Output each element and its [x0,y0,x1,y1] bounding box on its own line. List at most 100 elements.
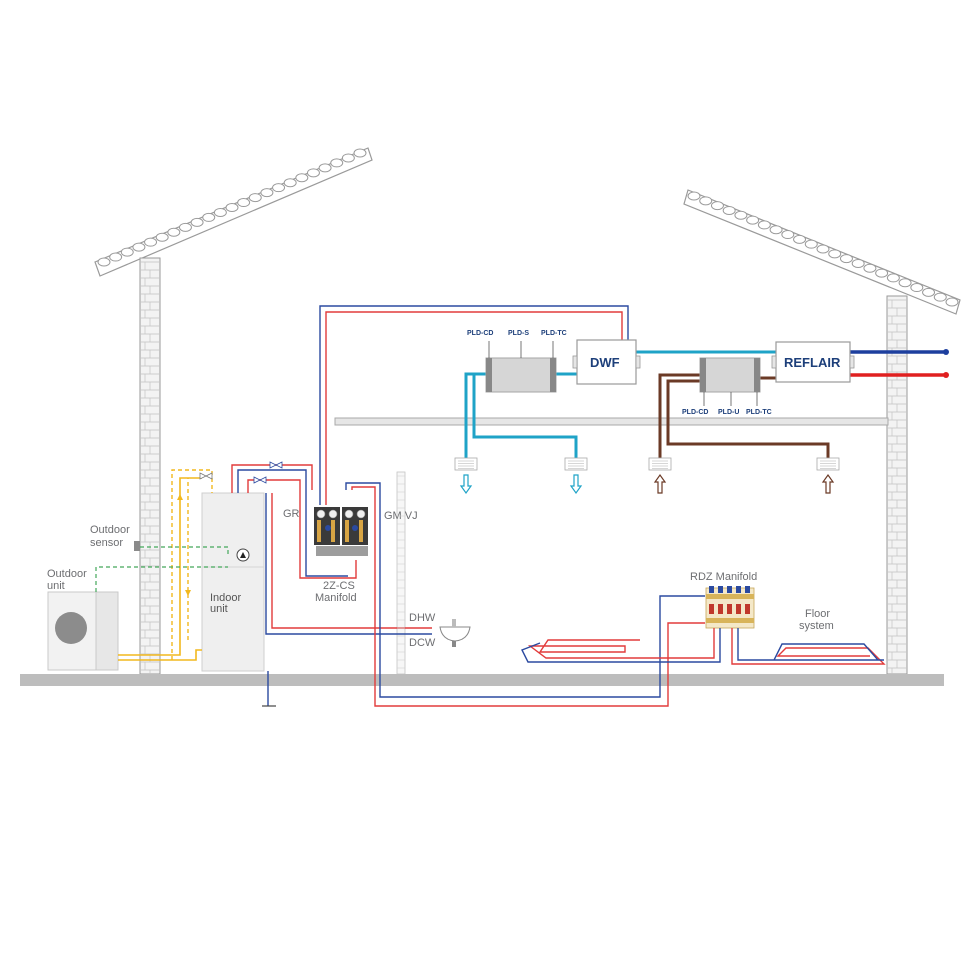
roof-tile [875,268,889,278]
roof-tile [710,201,724,211]
rdz-manifold-label: RDZ Manifold [690,571,757,583]
floor-slab [20,674,944,686]
roof-tile [306,168,320,178]
roof-tile [225,203,239,212]
2z-cs-label-2: Manifold [315,592,357,604]
pld-plenum-bottom [699,357,761,406]
roof-tile [272,183,286,193]
air-grille-icon [648,457,672,471]
pld-cd-top-label: PLD-CD [467,330,493,337]
pld-cd-bottom-label: PLD-CD [682,409,708,416]
refrigerant-lines [118,469,213,661]
roof-tile [341,153,355,163]
right-wall [886,295,908,676]
pld-s-label: PLD-S [508,330,529,337]
roof-tile [804,239,818,249]
valve-icon [199,461,283,484]
outdoor-unit-label-1: Outdoor [47,568,87,580]
indoor-unit-label-1: Indoor [210,592,242,604]
arrow-down-icon [459,474,473,495]
dwf-unit [572,339,641,385]
floor-loops [521,628,886,665]
extract-air-ducts [658,373,830,458]
sensor-wiring [95,546,229,592]
rdz-manifold [705,586,755,629]
roof-tile [933,292,947,302]
outdoor-unit-label-2: unit [47,580,65,592]
air-grille-icon [454,457,478,471]
roof-tile [839,254,853,264]
pld-plenum-top [485,341,557,393]
left-wall [139,257,161,678]
2z-cs-manifold [314,507,368,556]
roof-tile [781,230,795,240]
floor-system-label-1: Floor [805,608,830,620]
air-grille-icon [564,457,588,471]
roof-tile [734,210,748,220]
roof-tile [898,278,912,288]
water-pipes [231,305,705,707]
left-roof [94,147,373,277]
roof-tile [886,273,900,283]
pld-tc-bottom-label: PLD-TC [746,409,772,416]
roof-tile [213,207,227,217]
roof-tile [699,196,713,206]
roof-tile [167,227,181,237]
roof-tile [816,244,830,254]
outdoor-sensor-label-2: sensor [90,537,123,549]
ceiling-slab [334,417,889,426]
roof-tile [330,158,344,168]
roof-tile [202,212,216,222]
gr-label: GR [283,508,300,520]
roof-tile [237,198,251,208]
roof-tile [190,217,204,227]
reflair-label: REFLAIR [784,355,841,370]
roof-tile [295,173,309,183]
arrow-up-icon [821,473,835,494]
arrow-up-icon [653,473,667,494]
roof-tile [757,220,771,230]
dwf-label: DWF [590,355,620,370]
roof-tile [922,287,936,297]
roof-tile [863,263,877,273]
supply-air-ducts [464,350,776,458]
roof-tile [109,252,123,262]
floor-system-label-2: system [799,620,834,632]
right-roof [683,189,961,315]
air-grille-icon [816,457,840,471]
roof-tile [283,178,297,188]
roof-tile [155,232,169,242]
roof-tile [144,237,158,247]
roof-tile [178,222,192,232]
dcw-label: DCW [409,637,436,649]
washbasin-icon [439,619,471,647]
outdoor-sensor [134,541,140,551]
roof-tile [793,234,807,244]
2z-cs-label-1: 2Z-CS [323,580,355,592]
roof-tile [828,249,842,259]
pld-tc-top-label: PLD-TC [541,330,567,337]
roof-tile [318,163,332,173]
roof-tile [746,215,760,225]
roof-tile [120,247,134,257]
roof-tile [260,188,274,198]
outdoor-sensor-label-1: Outdoor [90,524,130,536]
roof-tile [687,191,701,201]
indoor-unit-label-2: unit [210,603,228,615]
roof-tile [722,205,736,215]
pld-u-label: PLD-U [718,409,739,416]
roof-tile [97,257,111,267]
arrow-down-icon [569,474,583,495]
roof-tile [248,193,262,203]
roof-tile [132,242,146,252]
reflair-unit [771,341,855,383]
outdoor-unit [47,591,119,671]
partition-bricks [397,475,405,669]
dhw-label: DHW [409,612,436,624]
roof-tile [910,283,924,293]
roof-tile [851,258,865,268]
roof-tile [353,148,367,158]
roof-tile [945,297,959,307]
roof-tile [769,225,783,235]
